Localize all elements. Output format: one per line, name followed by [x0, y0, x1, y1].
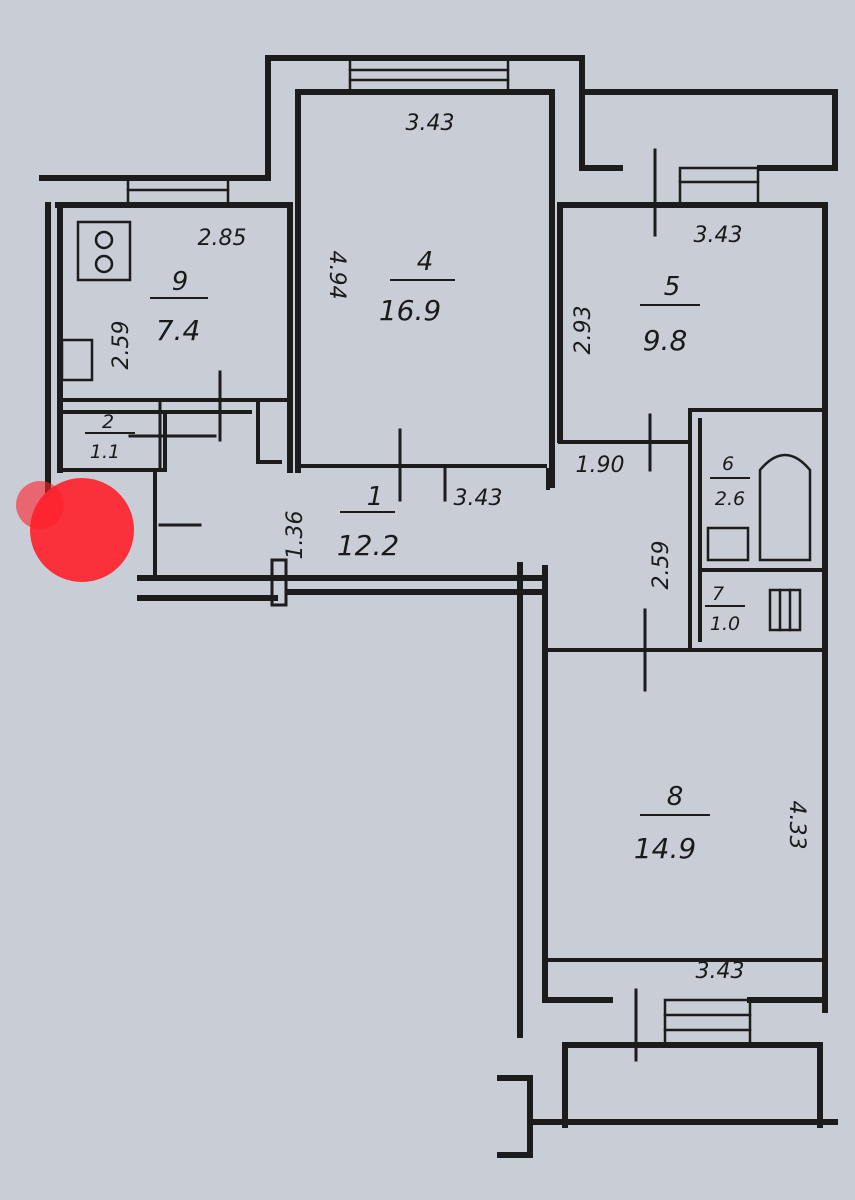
room-8-number: 8	[667, 782, 684, 812]
wall-closet	[256, 398, 282, 464]
wall-right-top	[579, 89, 838, 168]
room-8-area: 14.9	[634, 832, 696, 865]
room-7-area: 1.0	[710, 613, 740, 635]
red-marker-smudge	[16, 481, 64, 529]
dim-hall-width: 1.36	[283, 511, 308, 560]
room-5-number: 5	[664, 272, 681, 302]
room-9-area: 7.4	[156, 314, 201, 347]
red-marker	[16, 478, 134, 582]
dim-room4-top: 3.43	[406, 111, 455, 136]
room-4-area: 16.9	[379, 294, 441, 327]
room-9-number: 9	[172, 267, 189, 297]
dim-room9-top: 2.85	[198, 226, 247, 251]
window-kitchen	[126, 176, 230, 207]
dim-room5-side: 2.93	[571, 306, 596, 355]
walls	[39, 55, 838, 1158]
room-4-number: 4	[417, 247, 434, 277]
bathtub	[758, 453, 812, 562]
entry-post	[270, 558, 288, 607]
room-2-area: 1.1	[90, 441, 120, 463]
room-1-area: 12.2	[337, 529, 399, 562]
room-6-number: 6	[722, 453, 734, 475]
stove-burner-2	[94, 254, 114, 274]
dim-bath-side: 2.59	[649, 541, 674, 590]
window-room5	[678, 166, 760, 207]
window-room8	[663, 998, 752, 1047]
wall-room8-left	[542, 565, 613, 1003]
stove-burner-1	[94, 230, 114, 250]
kitchen-sink	[60, 338, 94, 382]
dim-room8-side: 4.33	[784, 801, 809, 850]
stove	[76, 220, 132, 282]
fixtures	[60, 220, 812, 632]
room-7-number: 7	[712, 583, 724, 605]
balcony-left	[497, 1075, 533, 1158]
dim-room9-side: 2.59	[109, 321, 134, 370]
dim-room4-side: 4.94	[324, 251, 349, 300]
windows	[126, 56, 760, 1047]
window-room4	[348, 56, 510, 94]
dim-room5-top: 3.43	[694, 223, 743, 248]
room-5-area: 9.8	[643, 324, 688, 357]
room-6-area: 2.6	[715, 488, 745, 510]
room-2-number: 2	[102, 411, 114, 433]
toilet	[768, 588, 802, 632]
bath-sink	[706, 526, 750, 562]
room-1-number: 1	[367, 482, 384, 512]
dim-room8-bottom: 3.43	[696, 959, 745, 984]
dim-corridor-door: 1.90	[576, 453, 625, 478]
dim-corridor-len: 3.43	[454, 486, 503, 511]
